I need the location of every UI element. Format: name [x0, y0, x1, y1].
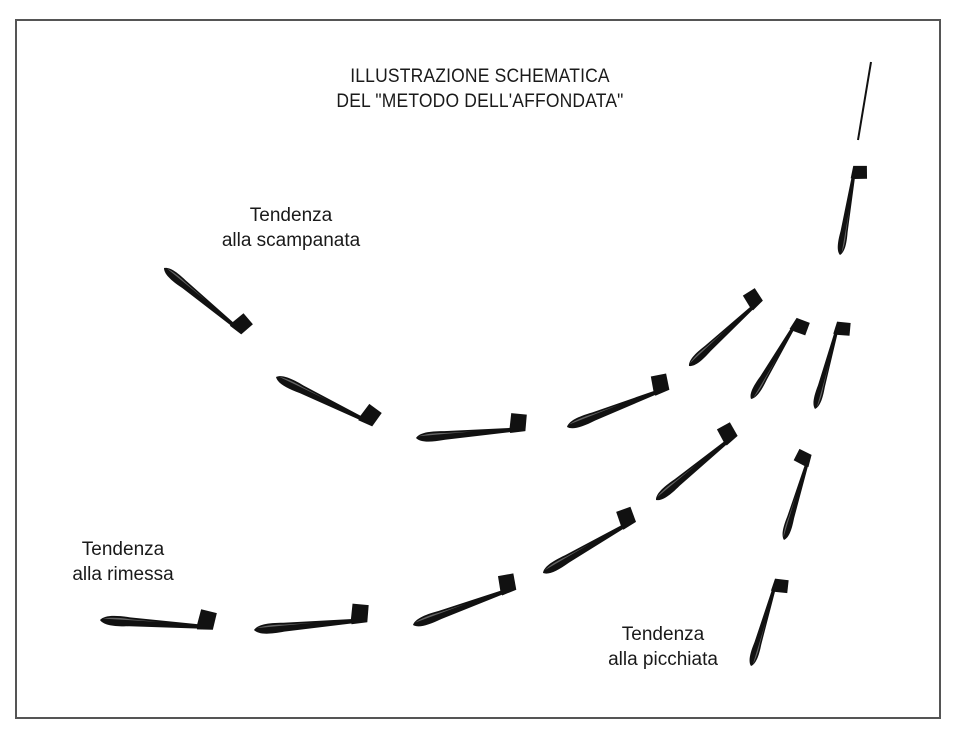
glider-scampanata-4 — [561, 370, 673, 432]
label-rimessa-line-1: Tendenza — [81, 539, 165, 560]
glider-rimessa-2 — [252, 602, 371, 636]
label-picchiata: Tendenza alla picchiata — [588, 622, 738, 672]
glider-rimessa-7 — [747, 575, 791, 670]
glider-rimessa-6 — [771, 448, 814, 542]
glider-central-1 — [836, 163, 870, 258]
glider-rimessa-4 — [535, 504, 640, 578]
glider-rimessa-5 — [646, 420, 741, 504]
title-line-1: ILLUSTRAZIONE SCHEMATICA — [350, 66, 610, 87]
label-picchiata-line-1: Tendenza — [621, 624, 705, 645]
diagram-title: ILLUSTRAZIONE SCHEMATICA DEL "METODO DEL… — [314, 64, 645, 114]
glider-scampanata-1 — [161, 256, 255, 338]
glider-rimessa-1 — [99, 603, 218, 633]
glider-scampanata-5 — [678, 286, 767, 370]
trajectory-line — [857, 61, 872, 141]
glider-scampanata-3 — [414, 411, 529, 443]
label-scampanata-line-1: Tendenza — [249, 205, 333, 226]
label-scampanata-line-2: alla scampanata — [221, 230, 361, 251]
glider-scampanata-2 — [273, 362, 383, 430]
title-line-2: DEL "METODO DELL'AFFONDATA" — [336, 91, 624, 112]
label-picchiata-line-2: alla picchiata — [608, 649, 718, 670]
label-rimessa-line-2: alla rimessa — [72, 564, 174, 585]
glider-scampanata-7 — [811, 318, 853, 413]
glider-scampanata-6 — [747, 314, 812, 407]
label-rimessa: Tendenza alla rimessa — [63, 537, 183, 587]
glider-rimessa-3 — [407, 570, 520, 630]
label-scampanata: Tendenza alla scampanata — [196, 203, 386, 253]
